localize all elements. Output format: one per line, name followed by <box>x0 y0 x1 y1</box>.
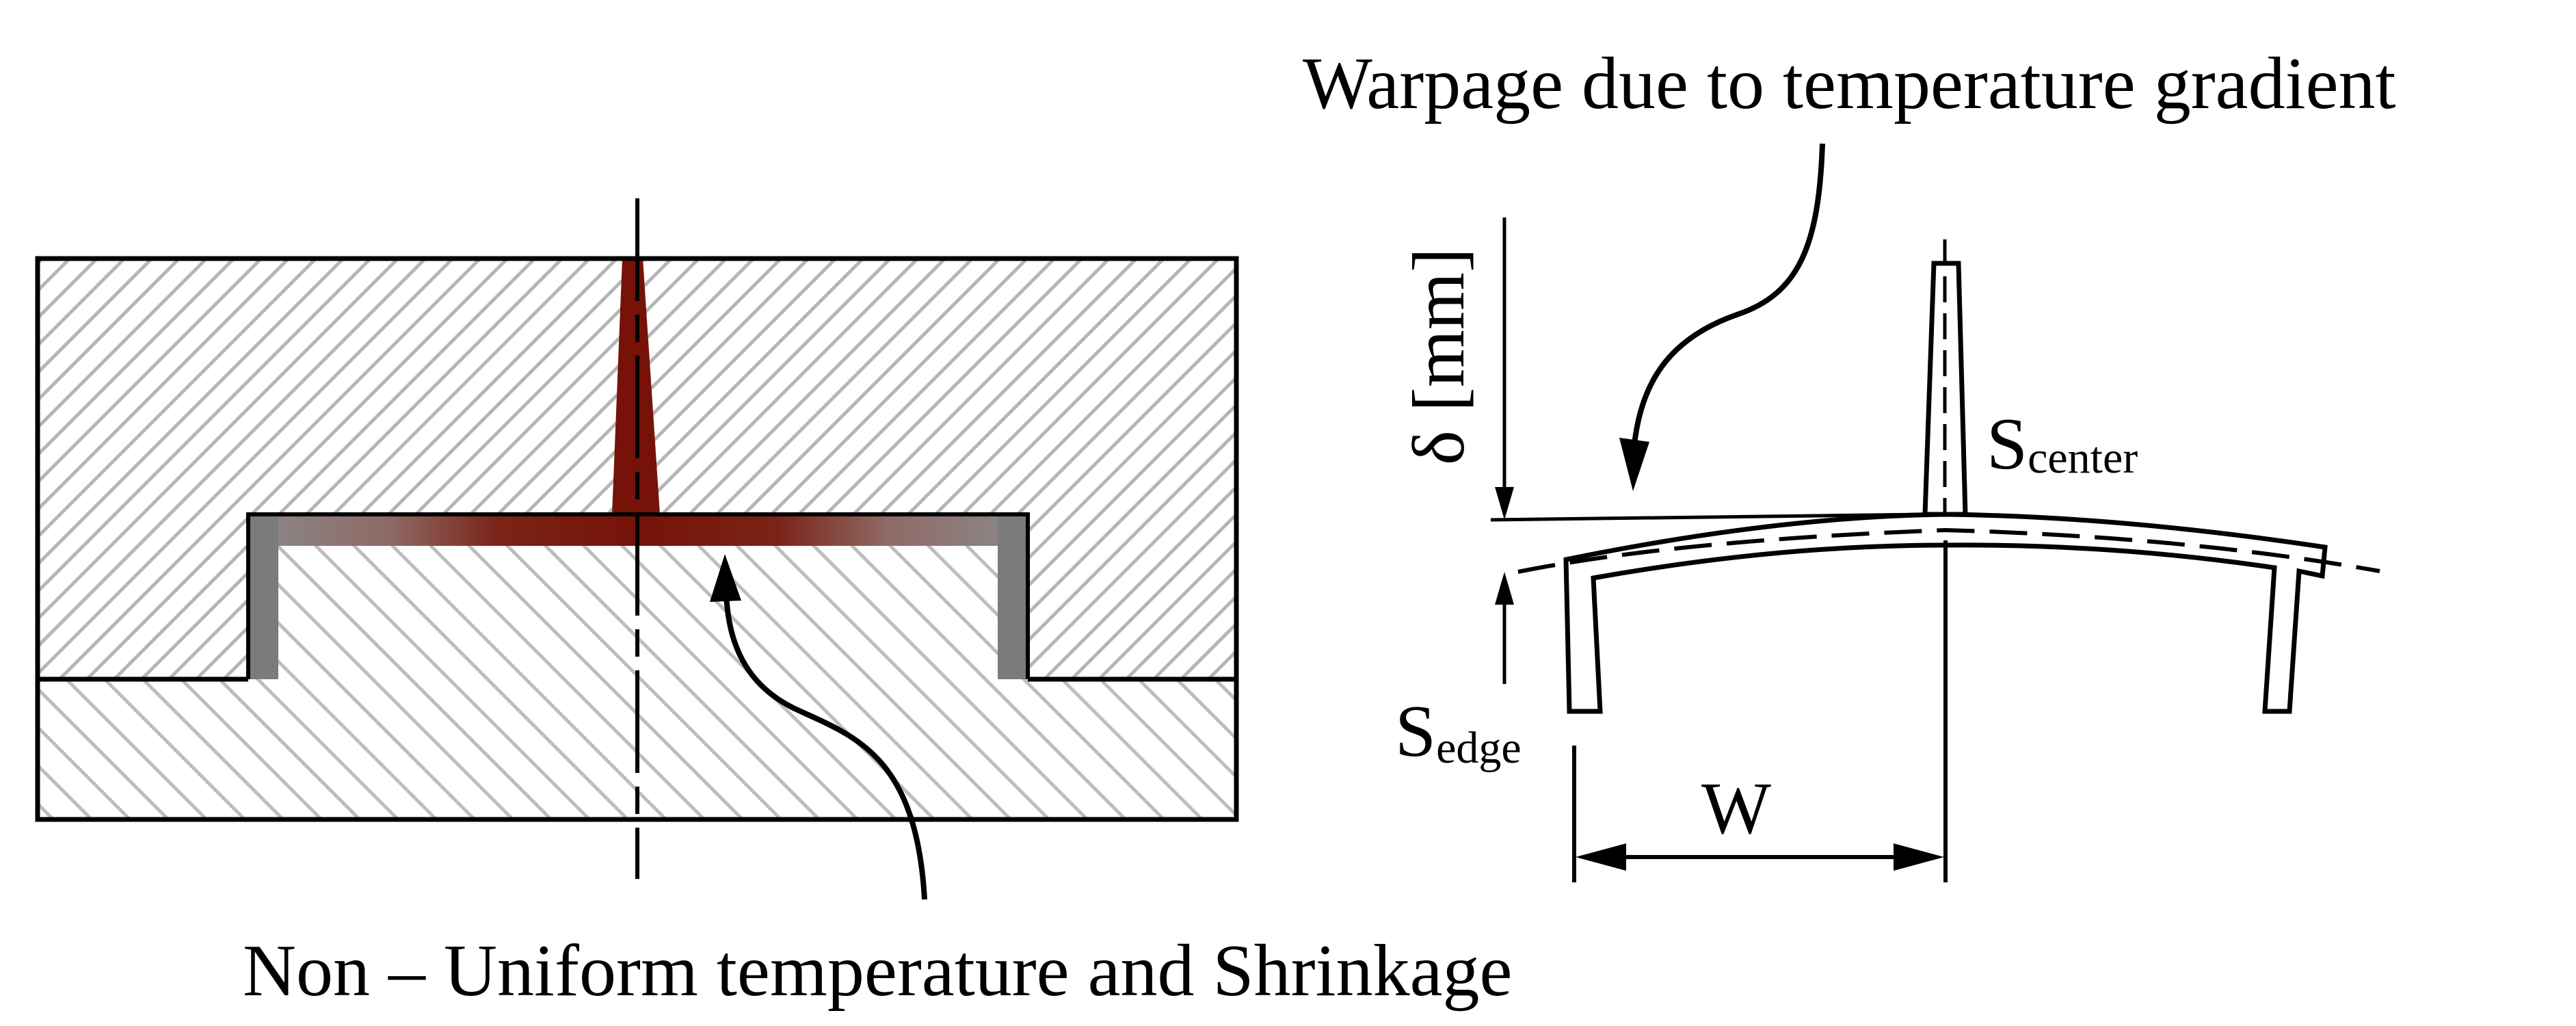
warped-part <box>1490 143 2380 882</box>
delta-arrow-up <box>1495 572 1514 605</box>
width-label: W <box>1701 768 1771 850</box>
delta-arrow-down <box>1495 487 1514 520</box>
left-flange-cavity <box>248 514 278 679</box>
width-arrow-right <box>1894 843 1944 871</box>
shrinkage-caption: Non – Uniform temperature and Shrinkage <box>243 930 1512 1012</box>
s-edge-subscript: edge <box>1436 723 1522 773</box>
shrinkage-arrow-head <box>710 554 741 602</box>
lower-mold-half <box>38 514 1236 819</box>
shrinkage-callout-arrow <box>723 593 927 900</box>
warpage-arrow-head <box>1619 438 1649 491</box>
right-flange-cavity <box>998 514 1028 679</box>
width-arrow-left <box>1576 843 1626 871</box>
warpage-callout-arrow <box>1632 143 1825 445</box>
delta-label: δ [mm] <box>1398 248 1480 465</box>
s-edge-main: S <box>1395 691 1436 772</box>
mold-section <box>35 198 1239 900</box>
s-center-subscript: center <box>2028 433 2138 483</box>
warped-plate-outline <box>1563 512 2328 714</box>
reference-line <box>1490 512 1926 522</box>
s-center-main: S <box>1987 404 2028 485</box>
s-center-label: Scenter <box>1987 404 2138 485</box>
warpage-caption: Warpage due to temperature gradient <box>1303 43 2396 124</box>
s-edge-label: Sedge <box>1395 691 1522 773</box>
neutral-axis <box>1517 527 2380 574</box>
